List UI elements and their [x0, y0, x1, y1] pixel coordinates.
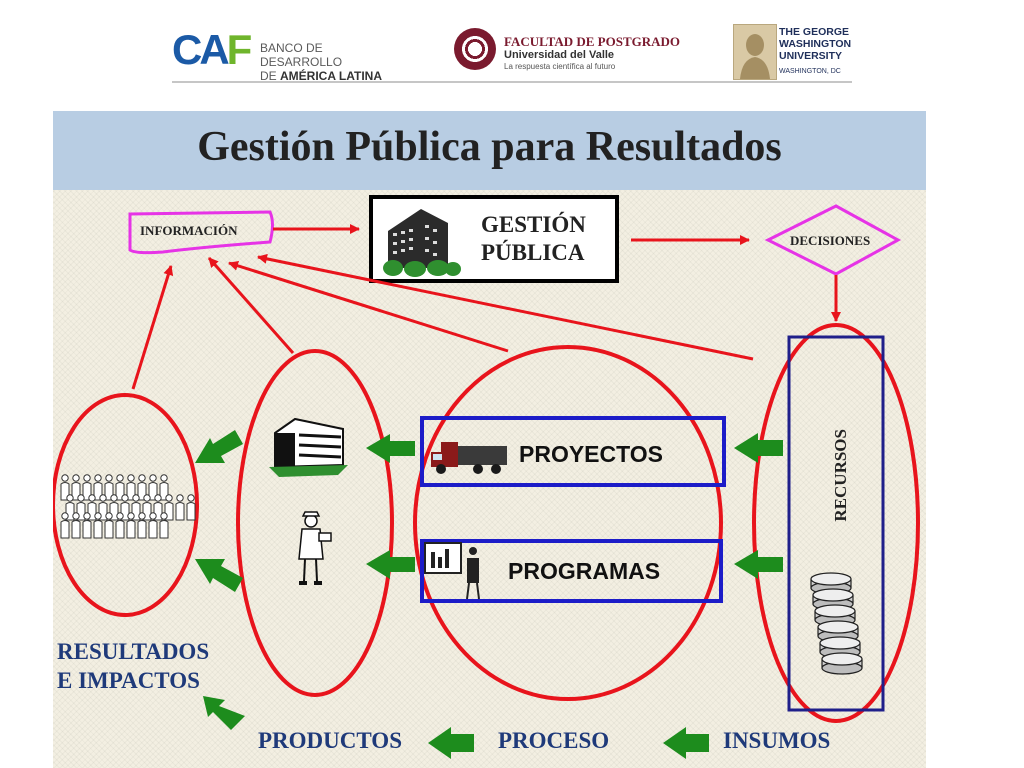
truck-icon — [431, 442, 507, 474]
crowd-icon — [60, 474, 196, 539]
recursos-ellipse — [752, 323, 920, 723]
gwu-location: WASHINGTON, DC — [779, 68, 841, 75]
insumos-label: INSUMOS — [723, 728, 831, 753]
gestion-publica-label: GESTIÓN PÚBLICA — [481, 212, 586, 265]
postgrado-title: FACULTAD DE POSTGRADO — [504, 34, 681, 49]
coin-stack-icon — [810, 572, 863, 675]
postgrado-subtitle: Universidad del Valle — [504, 49, 615, 61]
programas-box — [420, 539, 723, 603]
proceso-label: PROCESO — [498, 728, 610, 753]
resultados-impactos-label: RESULTADOS E IMPACTOS — [57, 639, 210, 693]
arrow-resultados-to-informacion — [131, 265, 174, 390]
informacion-node — [128, 210, 274, 255]
decisiones-node — [764, 204, 902, 276]
informacion-label: INFORMACIÓN — [140, 223, 238, 238]
green-arrow-insumos-to-proceso — [663, 727, 709, 759]
recursos-box — [787, 335, 885, 712]
green-arrow-to-resultados — [203, 696, 245, 730]
slide: Gestión Pública para Resultados — [53, 111, 926, 768]
green-arrow-recursos-to-programas — [734, 550, 783, 579]
green-arrow-proceso-to-productos — [428, 727, 474, 759]
caf-logo: CAF BANCO DE DESARROLLO DE AMÉRICA LATIN… — [172, 26, 397, 84]
resultados-ellipse — [53, 393, 199, 617]
proyectos-label: PROYECTOS — [519, 441, 663, 467]
green-arrow-productos-to-resultados-lower — [195, 559, 243, 592]
university-seal-icon — [454, 28, 496, 70]
recursos-label: RECURSOS — [831, 429, 850, 522]
gwu-logo: THE GEORGE WASHINGTON UNIVERSITY WASHING… — [733, 24, 851, 80]
green-arrow-programas-to-productos — [366, 550, 415, 579]
productos-ellipse — [236, 349, 394, 697]
slide-title: Gestión Pública para Resultados — [197, 124, 782, 170]
nurse-icon — [298, 511, 332, 585]
green-arrow-productos-to-resultados-upper — [195, 430, 243, 463]
government-building-icon — [383, 209, 461, 277]
green-arrow-proyectos-to-productos — [366, 434, 415, 463]
postgrado-tagline: La respuesta científica al futuro — [504, 62, 616, 71]
proyectos-box — [420, 416, 726, 487]
gwu-name: THE GEORGE WASHINGTON UNIVERSITY — [779, 26, 852, 62]
flow-diagram — [53, 195, 920, 759]
hospital-building-icon — [269, 417, 348, 477]
proceso-ellipse — [413, 345, 723, 701]
header-divider — [172, 81, 852, 83]
decisiones-label: DECISIONES — [790, 233, 871, 248]
programas-label: PROGRAMAS — [508, 558, 661, 584]
bust-silhouette-icon — [740, 34, 770, 79]
caf-logo-mark: CAF — [172, 26, 252, 73]
washington-bust-icon — [733, 24, 777, 80]
arrow-recursos-to-informacion — [257, 253, 754, 361]
productos-label: PRODUCTOS — [258, 728, 402, 753]
green-arrow-recursos-to-proyectos — [734, 433, 783, 463]
caf-logo-text: BANCO DE DESARROLLO DE AMÉRICA LATINA — [260, 41, 383, 83]
arrow-productos-to-informacion — [207, 257, 295, 354]
presenter-chart-icon — [424, 542, 480, 600]
title-bar — [53, 111, 926, 190]
arrow-proceso-to-informacion — [228, 260, 509, 353]
postgrado-logo: FACULTAD DE POSTGRADO Universidad del Va… — [454, 26, 681, 76]
